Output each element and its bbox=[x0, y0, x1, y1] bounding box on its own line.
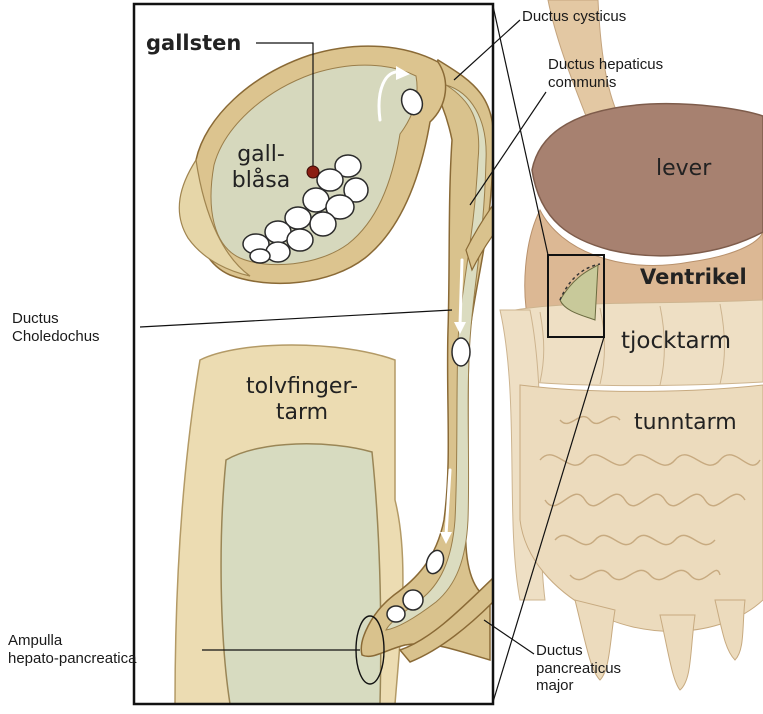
label-ampulla-line1: Ampulla bbox=[8, 632, 136, 650]
label-ventrikel: Ventrikel bbox=[640, 265, 747, 290]
label-tunntarm: tunntarm bbox=[634, 410, 737, 436]
gallstone bbox=[287, 229, 313, 251]
label-lever: lever bbox=[656, 156, 711, 182]
label-gallblasa-line2: blåsa bbox=[226, 168, 296, 194]
label-ampulla-line2: hepato-pancreatica bbox=[8, 650, 136, 668]
label-tolvfinger-line1: tolvfinger- bbox=[232, 374, 372, 400]
label-choledochus-line2: Choledochus bbox=[12, 328, 100, 346]
duct-stone-choledochus bbox=[452, 338, 470, 366]
magnified-inset bbox=[134, 4, 494, 704]
label-tolvfingertarm: tolvfinger- tarm bbox=[232, 374, 372, 426]
gallstone bbox=[303, 188, 329, 212]
liver bbox=[532, 104, 763, 256]
label-tolvfinger-line2: tarm bbox=[232, 400, 372, 426]
gallstone-marker bbox=[307, 166, 319, 178]
label-tjocktarm: tjocktarm bbox=[621, 328, 731, 355]
duct-stone bbox=[403, 590, 423, 610]
label-gallsten: gallsten bbox=[146, 31, 241, 56]
gallstone bbox=[310, 212, 336, 236]
label-ductus-choledochus: Ductus Choledochus bbox=[12, 310, 100, 345]
label-pancreaticus-line2: pancreaticus bbox=[536, 660, 621, 678]
label-hepaticus-line2: communis bbox=[548, 74, 663, 92]
label-gallblasa-line1: gall- bbox=[226, 142, 296, 168]
label-pancreaticus-line3: major bbox=[536, 677, 621, 695]
label-hepaticus-line1: Ductus hepaticus bbox=[548, 56, 663, 74]
gallstone bbox=[317, 169, 343, 191]
label-ampulla: Ampulla hepato-pancreatica bbox=[8, 632, 136, 667]
label-gallblasa: gall- blåsa bbox=[226, 142, 296, 194]
duct-stone bbox=[387, 606, 405, 622]
label-ductus-hepaticus: Ductus hepaticus communis bbox=[548, 56, 663, 91]
label-choledochus-line1: Ductus bbox=[12, 310, 100, 328]
gallstone bbox=[250, 249, 270, 263]
label-ductus-pancreaticus: Ductus pancreaticus major bbox=[536, 642, 621, 695]
label-pancreaticus-line1: Ductus bbox=[536, 642, 621, 660]
label-ductus-cysticus: Ductus cysticus bbox=[522, 8, 626, 26]
